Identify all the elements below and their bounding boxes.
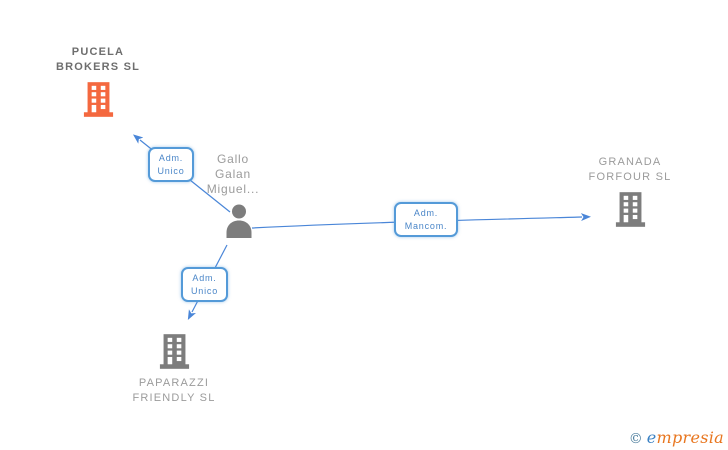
edge-label-line2: Mancom.: [404, 220, 448, 231]
building-icon: [615, 192, 646, 227]
edge-label-adm-mancom-granada: Adm. Mancom.: [394, 202, 458, 237]
edge-label-line1: Adm.: [192, 272, 217, 283]
edge-label-line2: Unico: [157, 165, 185, 176]
company-node-paparazzi-friendly[interactable]: PAPARAZZI FRIENDLY SL: [94, 334, 254, 406]
edge-label-adm-unico-pucela: Adm. Unico: [148, 147, 194, 182]
building-icon: [159, 334, 190, 369]
company-name: PAPARAZZI FRIENDLY SL: [132, 376, 215, 406]
company-name-line1: PUCELA: [71, 46, 125, 58]
company-name-line2: BROKERS SL: [55, 61, 141, 73]
company-name-line1: PAPARAZZI: [138, 377, 210, 389]
company-name-line2: FRIENDLY SL: [132, 392, 216, 404]
empresia-logo[interactable]: © empresia: [629, 428, 724, 447]
person-icon: [225, 204, 253, 238]
company-name-line2: FORFOUR SL: [588, 171, 672, 183]
company-name: PUCELA BROKERS SL: [56, 45, 140, 75]
person-name-line3: Miguel...: [206, 182, 260, 196]
edge-label-adm-unico-paparazzi: Adm. Unico: [181, 267, 228, 302]
edge-label-line1: Adm.: [413, 207, 439, 218]
company-name: GRANADA FORFOUR SL: [589, 155, 672, 185]
edge-label-line1: Adm.: [158, 152, 184, 163]
brand-wordmark: empresia: [647, 428, 724, 447]
person-node-gallo-galan[interactable]: [225, 204, 253, 238]
edge-label-line2: Unico: [190, 285, 218, 296]
copyright-icon: ©: [628, 431, 643, 447]
brand-rest: mpresia: [656, 428, 724, 447]
company-name-line1: GRANADA: [598, 156, 662, 168]
brand-initial: e: [646, 428, 657, 447]
building-icon: [83, 82, 114, 117]
company-node-granada-forfour[interactable]: GRANADA FORFOUR SL: [550, 155, 710, 227]
company-node-pucela-brokers[interactable]: PUCELA BROKERS SL: [18, 45, 178, 117]
